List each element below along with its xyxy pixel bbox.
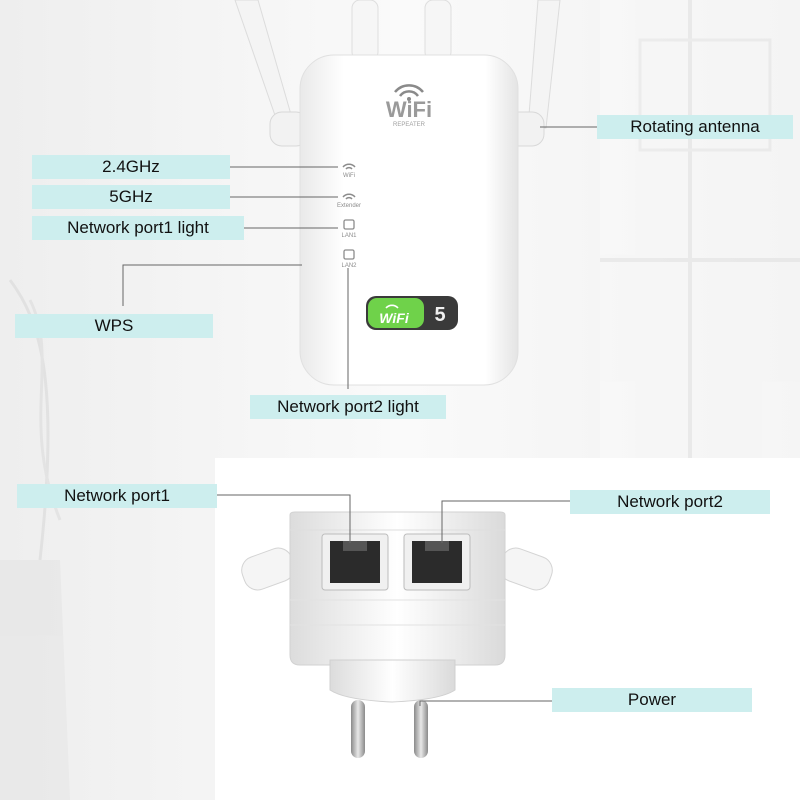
- led-lan2-icon: [343, 249, 355, 260]
- wifi-logo-icon: [394, 84, 424, 101]
- wifi5-badge: WiFi 5: [366, 296, 458, 330]
- led-extender-label: Extender: [337, 203, 361, 209]
- label-network-port2-light: Network port2 light: [250, 395, 446, 419]
- led-lan1-icon: [343, 219, 355, 230]
- power-pin-left: [351, 700, 365, 758]
- led-wifi-label: WiFi: [343, 173, 355, 179]
- label-network-port2: Network port2: [570, 490, 770, 514]
- label-wps: WPS: [15, 314, 213, 338]
- ethernet-port1-icon: [321, 533, 389, 591]
- led-lan1-label: LAN1: [341, 233, 357, 239]
- label-power: Power: [552, 688, 752, 712]
- callout-lines-bottom: [217, 494, 570, 706]
- repeater-rear: [241, 511, 553, 758]
- ethernet-port2-icon: [403, 533, 471, 591]
- label-2-4ghz: 2.4GHz: [32, 155, 230, 179]
- label-network-port1: Network port1: [17, 484, 217, 508]
- logo-subtext: REPEATER: [393, 122, 426, 128]
- led-wifi-icon: [342, 163, 356, 170]
- power-pin-right: [414, 700, 428, 758]
- badge-number: 5: [434, 304, 445, 326]
- led-lan2-label: LAN2: [341, 263, 357, 269]
- led-extender-icon: [342, 193, 356, 200]
- callout-lines: [122, 126, 597, 389]
- label-rotating-antenna: Rotating antenna: [597, 115, 793, 139]
- label-network-port1-light: Network port1 light: [32, 216, 244, 240]
- repeater-front: WiFi REPEATER WiFi Extender LAN1 LAN2 Wi…: [234, 0, 561, 386]
- logo-text: WiFi: [386, 97, 432, 122]
- label-5ghz: 5GHz: [32, 185, 230, 209]
- window-background: [600, 0, 800, 520]
- badge-text: WiFi: [379, 310, 410, 326]
